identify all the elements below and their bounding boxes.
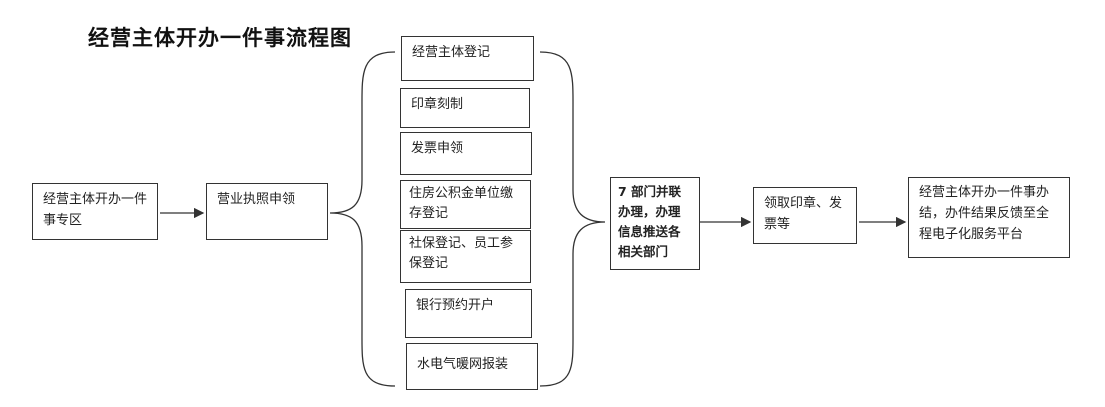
node-finish-label: 经营主体开办一件事办结，办件结果反馈至全程电子化服务平台 [919,185,1050,242]
node-service-label: 发票申领 [411,141,464,156]
node-service-2: 发票申领 [400,132,532,175]
node-joint-label: 7 部门并联办理，办理信息推送各相关部门 [618,184,682,259]
node-service-label: 社保登记、员工参保登记 [409,236,514,271]
node-service-6: 水电气暖网报装 [406,343,538,390]
node-license-label: 营业执照申领 [217,192,296,207]
node-joint: 7 部门并联办理，办理信息推送各相关部门 [610,177,700,270]
node-service-label: 住房公积金单位缴存登记 [409,186,514,221]
node-service-4: 社保登记、员工参保登记 [400,230,531,283]
node-finish: 经营主体开办一件事办结，办件结果反馈至全程电子化服务平台 [908,177,1070,258]
left-brace [329,51,396,387]
right-brace [539,51,606,387]
node-service-1: 印章刻制 [400,88,530,128]
node-zone: 经营主体开办一件事专区 [32,183,158,240]
node-service-label: 经营主体登记 [412,45,491,60]
node-service-label: 银行预约开户 [416,298,495,313]
node-zone-label: 经营主体开办一件事专区 [43,192,148,228]
node-collect-label: 领取印章、发票等 [764,196,843,232]
node-license: 营业执照申领 [206,183,328,240]
node-service-3: 住房公积金单位缴存登记 [400,180,531,229]
node-service-0: 经营主体登记 [401,36,534,81]
node-service-5: 银行预约开户 [405,289,532,338]
diagram-title: 经营主体开办一件事流程图 [88,25,352,50]
node-service-label: 水电气暖网报装 [417,357,509,372]
node-service-label: 印章刻制 [411,97,464,112]
node-collect: 领取印章、发票等 [753,187,857,244]
